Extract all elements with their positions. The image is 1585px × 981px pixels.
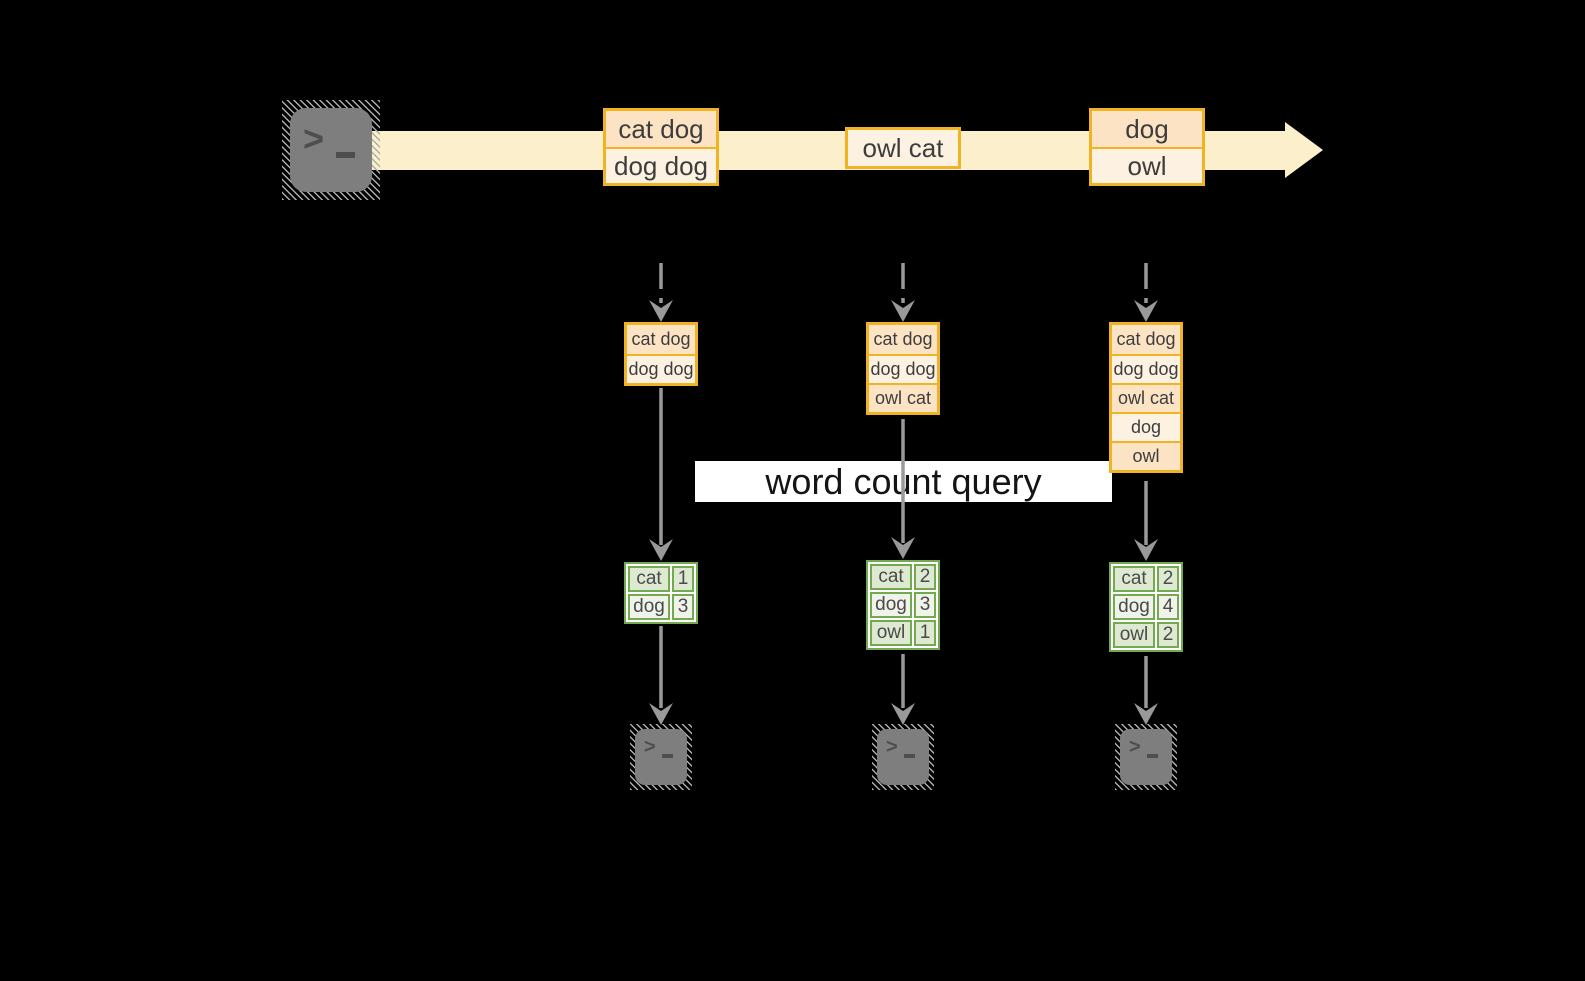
- count-cell: 3: [672, 594, 694, 620]
- input-row: owl cat: [869, 383, 937, 412]
- stream-batch-2: owl cat: [845, 127, 961, 169]
- input-row: cat dog: [627, 325, 695, 354]
- prompt-cursor-icon: [662, 754, 673, 758]
- sink-arrowhead-icon-2: [891, 703, 915, 725]
- sink-terminal-icon-1: >: [630, 724, 692, 790]
- table-row: dog 4: [1113, 594, 1179, 620]
- count-cell: 2: [1157, 566, 1179, 592]
- input-row: cat dog: [1112, 325, 1180, 354]
- sink-arrowhead-icon-3: [1134, 703, 1158, 725]
- table-row: cat 2: [1113, 566, 1179, 592]
- prompt-chevron-icon: >: [303, 118, 325, 159]
- input-row: dog dog: [1112, 354, 1180, 383]
- table-row: cat 1: [628, 566, 694, 592]
- terminal-screen: >: [635, 729, 687, 785]
- terminal-screen: >: [1120, 729, 1172, 785]
- batch-arrowhead-icon-2: [891, 300, 915, 322]
- query-arrowhead-icon-2: [891, 537, 915, 559]
- count-cell: 3: [914, 592, 936, 618]
- stream-batch-3: dog owl: [1089, 108, 1205, 186]
- table-row: dog 3: [870, 592, 936, 618]
- sink-terminal-icon-3: >: [1115, 724, 1177, 790]
- input-row: dog dog: [627, 354, 695, 383]
- stream-record: cat dog: [606, 111, 716, 147]
- prompt-chevron-icon: >: [644, 736, 656, 758]
- word-cell: cat: [628, 566, 670, 592]
- prompt-chevron-icon: >: [886, 736, 898, 758]
- input-table-2: cat dog dog dog owl cat: [866, 322, 940, 415]
- stream-record: owl: [1092, 147, 1202, 183]
- stream-record: dog dog: [606, 147, 716, 183]
- stream-record: owl cat: [848, 130, 958, 166]
- input-table-1: cat dog dog dog: [624, 322, 698, 386]
- source-terminal-icon: >: [282, 100, 380, 200]
- input-stream-arrowhead-icon: [1285, 122, 1323, 178]
- word-cell: dog: [870, 592, 912, 618]
- sink-terminal-icon-2: >: [872, 724, 934, 790]
- terminal-screen: >: [290, 108, 372, 192]
- input-row: owl cat: [1112, 383, 1180, 412]
- word-cell: cat: [1113, 566, 1155, 592]
- stream-record: dog: [1092, 111, 1202, 147]
- input-row: dog dog: [869, 354, 937, 383]
- prompt-cursor-icon: [336, 152, 355, 158]
- count-cell: 1: [914, 620, 936, 646]
- table-row: cat 2: [870, 564, 936, 590]
- terminal-screen: >: [877, 729, 929, 785]
- stream-batch-1: cat dog dog dog: [603, 108, 719, 186]
- sink-arrowhead-icon-1: [649, 703, 673, 725]
- word-cell: cat: [870, 564, 912, 590]
- input-table-3: cat dog dog dog owl cat dog owl: [1109, 322, 1183, 473]
- query-arrowhead-icon-1: [649, 539, 673, 561]
- prompt-cursor-icon: [904, 754, 915, 758]
- table-row: dog 3: [628, 594, 694, 620]
- batch-arrowhead-icon-3: [1134, 300, 1158, 322]
- input-row: owl: [1112, 441, 1180, 470]
- prompt-chevron-icon: >: [1129, 736, 1141, 758]
- word-cell: dog: [628, 594, 670, 620]
- count-cell: 1: [672, 566, 694, 592]
- input-row: dog: [1112, 412, 1180, 441]
- result-table-3: cat 2 dog 4 owl 2: [1109, 562, 1183, 652]
- word-cell: dog: [1113, 594, 1155, 620]
- result-table-2: cat 2 dog 3 owl 1: [866, 560, 940, 650]
- word-cell: owl: [1113, 622, 1155, 648]
- table-row: owl 2: [1113, 622, 1179, 648]
- prompt-cursor-icon: [1147, 754, 1158, 758]
- result-table-1: cat 1 dog 3: [624, 562, 698, 624]
- table-row: owl 1: [870, 620, 936, 646]
- input-row: cat dog: [869, 325, 937, 354]
- query-arrowhead-icon-3: [1134, 539, 1158, 561]
- word-cell: owl: [870, 620, 912, 646]
- count-cell: 4: [1157, 594, 1179, 620]
- count-cell: 2: [914, 564, 936, 590]
- batch-arrowhead-icon-1: [649, 300, 673, 322]
- count-cell: 2: [1157, 622, 1179, 648]
